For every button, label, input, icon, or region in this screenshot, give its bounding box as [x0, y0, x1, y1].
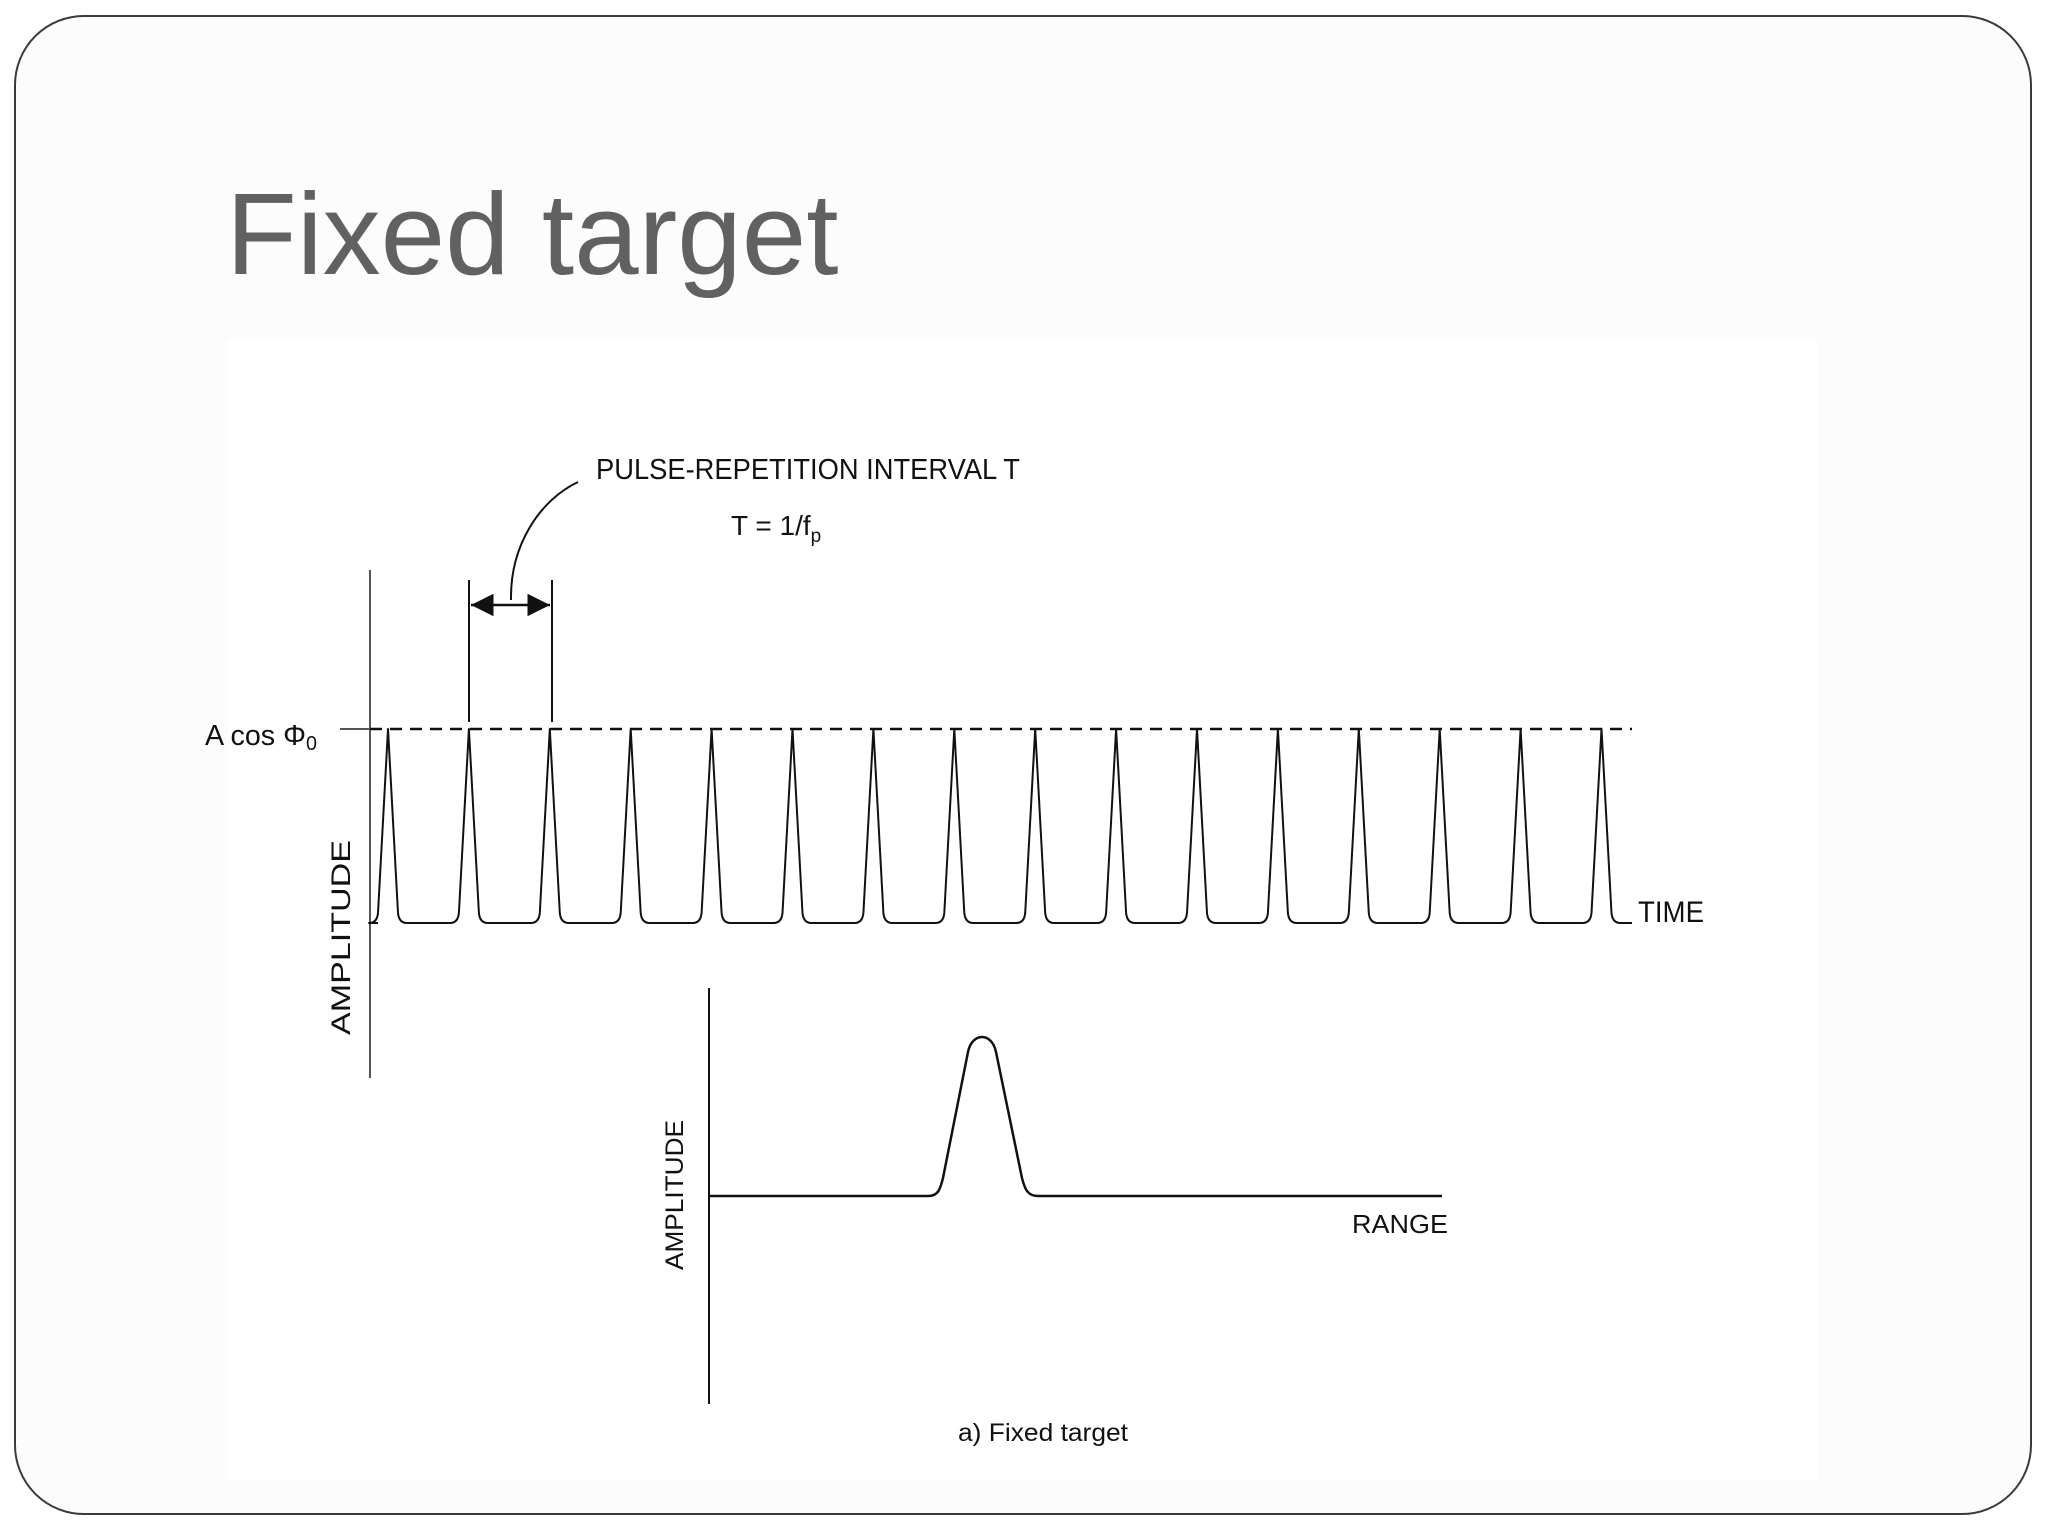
top-y-axis-label: AMPLITUDE: [326, 840, 356, 1035]
interval-formula-subscript: p: [811, 526, 822, 547]
interval-leader-curve: [509, 481, 579, 601]
slide-title: Fixed target: [226, 169, 839, 299]
figure-caption: a) Fixed target: [958, 1419, 1128, 1447]
peak-level-label: A cos Φ0: [205, 720, 317, 755]
interval-label: PULSE-REPETITION INTERVAL T: [596, 454, 1020, 486]
pulse-train: [368, 728, 1632, 924]
range-echo-trace: [709, 1035, 1442, 1198]
bottom-y-axis-label: AMPLITUDE: [661, 1120, 689, 1270]
bottom-x-axis-label: RANGE: [1352, 1209, 1448, 1239]
peak-level-subscript: 0: [306, 733, 317, 755]
top-x-axis-label: TIME: [1638, 896, 1704, 929]
pulse-waveform: [368, 728, 1632, 924]
interval-formula: T = 1/fp: [731, 510, 821, 547]
figure-background: [228, 340, 1818, 1480]
